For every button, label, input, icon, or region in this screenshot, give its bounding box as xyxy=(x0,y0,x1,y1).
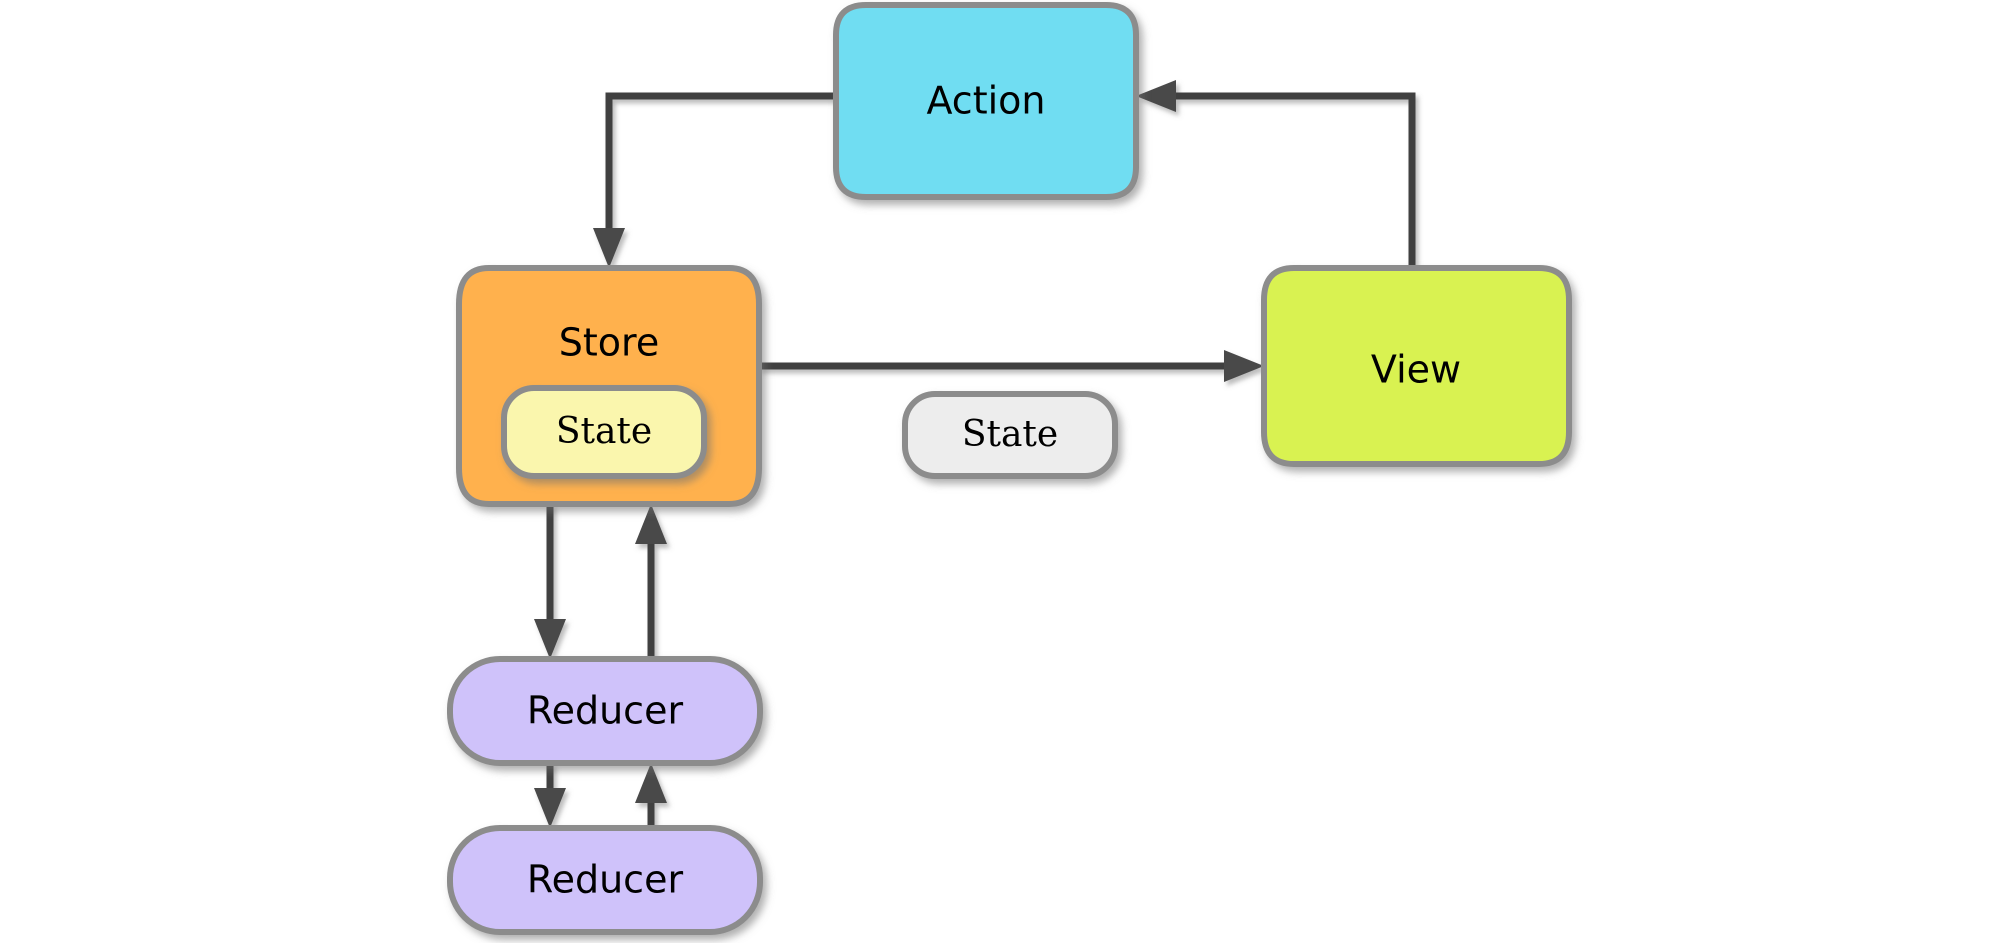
node-reducer-1[interactable]: Reducer xyxy=(447,656,763,766)
edge-reducer1-to-reducer2-arrowhead xyxy=(534,788,566,828)
node-transit-state-shape[interactable] xyxy=(902,391,1118,479)
edge-view-to-action xyxy=(1136,80,1416,268)
edge-reducer1-to-store xyxy=(635,504,667,659)
node-view-shape[interactable] xyxy=(1261,265,1572,467)
node-store-state[interactable]: State xyxy=(501,385,707,479)
edge-reducer1-to-store-arrowhead xyxy=(635,504,667,544)
node-transit-state[interactable]: State xyxy=(902,391,1118,479)
node-action-shape[interactable] xyxy=(833,2,1139,200)
edge-reducer2-to-reducer1 xyxy=(635,763,667,828)
edge-view-to-action-line xyxy=(1157,92,1416,268)
node-reducer-2[interactable]: Reducer xyxy=(447,825,763,935)
node-view[interactable]: View xyxy=(1261,265,1572,467)
edge-reducer2-to-reducer1-arrowhead xyxy=(635,763,667,803)
node-reducer-1-shape[interactable] xyxy=(447,656,763,766)
edge-store-to-reducer1-arrowhead xyxy=(534,619,566,659)
edge-action-to-store-line xyxy=(605,92,836,247)
edge-reducer1-to-reducer2 xyxy=(534,763,566,828)
edge-action-to-store xyxy=(593,92,836,268)
edge-store-to-reducer1 xyxy=(534,504,566,659)
node-action[interactable]: Action xyxy=(833,2,1139,200)
edge-action-to-store-arrowhead xyxy=(593,228,625,268)
node-store-state-shape[interactable] xyxy=(501,385,707,479)
edge-store-to-view-arrowhead xyxy=(1224,350,1264,382)
edge-store-to-view xyxy=(759,350,1264,382)
edge-view-to-action-arrowhead xyxy=(1136,80,1176,112)
node-reducer-2-shape[interactable] xyxy=(447,825,763,935)
